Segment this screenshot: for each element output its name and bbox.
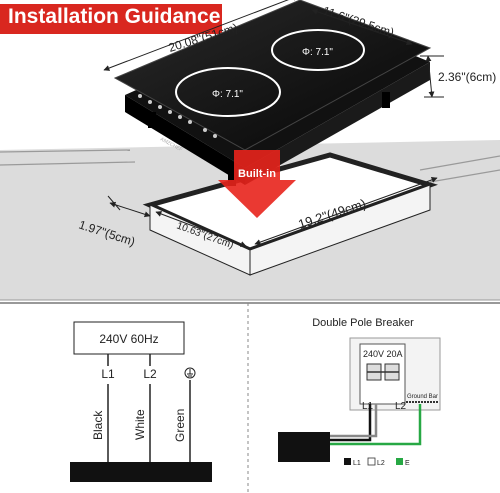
wire-white: White: [133, 409, 147, 440]
breaker-terminal-l2: L2: [395, 401, 407, 412]
wiring-left: 240V 60Hz L1 L2 Black White Green: [70, 321, 212, 482]
legend-l2: L2: [377, 460, 385, 467]
terminal-l2: L2: [143, 367, 157, 381]
control-panel: [138, 94, 217, 138]
dim-height-label: 2.36"(6cm): [438, 70, 496, 84]
legend-e: E: [405, 460, 410, 467]
legend-swatch-e: [396, 458, 403, 465]
legend-swatch-l1: [344, 458, 351, 465]
legend-swatch-l2: [367, 457, 376, 466]
supply-label: 240V 60Hz: [99, 332, 158, 346]
dim-height: 2.36"(6cm): [420, 55, 496, 98]
burner-right-label: Φ: 7.1": [302, 47, 333, 58]
cooktop-base-left: [70, 462, 212, 482]
breaker-title: Double Pole Breaker: [312, 317, 414, 329]
cooktop-base-right: [278, 432, 330, 462]
wire-green: Green: [173, 409, 187, 442]
legend-l1: L1: [353, 460, 361, 467]
burner-left-label: Φ: 7.1": [212, 89, 243, 100]
wire-black: Black: [91, 410, 105, 440]
builtin-label: Built-in: [238, 168, 276, 180]
wiring-right: Double Pole Breaker 240V 20A Ground Bar …: [278, 317, 441, 467]
ground-bar-label: Ground Bar: [407, 394, 438, 400]
breaker-rating: 240V 20A: [363, 349, 403, 359]
breaker-terminal-l1: L1: [362, 401, 374, 412]
terminal-l1: L1: [101, 367, 115, 381]
